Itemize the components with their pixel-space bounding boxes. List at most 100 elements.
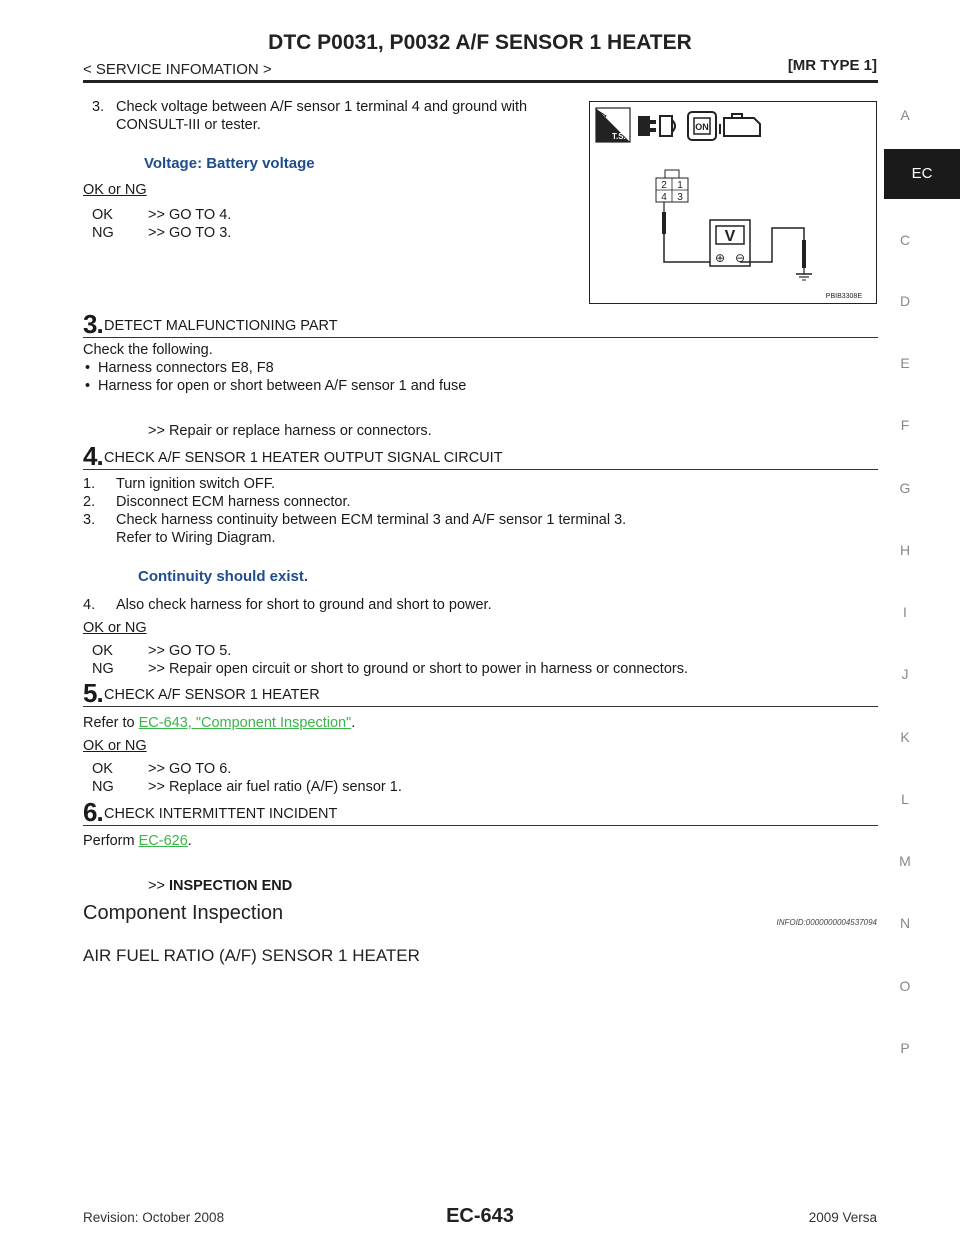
step2-ng-label: NG xyxy=(92,225,114,241)
step3-title: DETECT MALFUNCTIONING PART xyxy=(104,318,338,334)
sidebar-tab-f[interactable]: F xyxy=(900,417,910,433)
ignition-on-icon: ON xyxy=(687,111,717,141)
step6-end-text: INSPECTION END xyxy=(168,878,293,894)
step3-bullet-2: Harness for open or short between A/F se… xyxy=(98,378,467,394)
plus-terminal: ⊕ xyxy=(715,251,725,265)
step6-perform-prefix: Perform xyxy=(83,833,139,849)
step3-intro: Check the following. xyxy=(83,342,213,358)
step6-number: 6. xyxy=(83,797,104,827)
af-sensor-connector: 2 1 4 3 xyxy=(655,169,689,203)
pin-2-label: 2 xyxy=(661,180,667,191)
step2-item3-number: 3. xyxy=(92,99,105,115)
step3-number: 3. xyxy=(83,309,104,339)
step4-spec: Continuity should exist. xyxy=(138,568,309,585)
step4-ok-action: >> GO TO 5. xyxy=(148,643,232,659)
ts-label: T.S. xyxy=(612,132,626,141)
step2-item3-text: Check voltage between A/F sensor 1 termi… xyxy=(116,99,528,115)
ground-icon xyxy=(796,268,812,281)
step4-item3-text: Check harness continuity between ECM ter… xyxy=(116,512,627,528)
step4-item3-subtext: Refer to Wiring Diagram. xyxy=(116,530,276,546)
pin-3-label: 3 xyxy=(677,192,683,203)
figure-code: PBIB3308E xyxy=(826,293,863,300)
step4-item2-text: Disconnect ECM harness connector. xyxy=(116,494,351,510)
step5-refer-suffix: . xyxy=(351,715,356,731)
step6-perform-suffix: . xyxy=(187,833,192,849)
step5-ng-action: >> Replace air fuel ratio (A/F) sensor 1… xyxy=(148,779,402,795)
disconnect-connector-icon xyxy=(638,115,676,137)
sidebar-tab-i[interactable]: I xyxy=(903,604,907,620)
sidebar-tab-k[interactable]: K xyxy=(900,729,910,745)
sidebar-tab-j[interactable]: J xyxy=(901,666,909,682)
step3-heading: 3. DETECT MALFUNCTIONING PART xyxy=(83,309,878,338)
step2-spec: Voltage: Battery voltage xyxy=(144,155,315,172)
step4-item1-number: 1. xyxy=(83,476,96,492)
sidebar-tab-g[interactable]: G xyxy=(899,480,911,496)
service-manual-icon: T.S. xyxy=(595,107,631,143)
step5-ok-action: >> GO TO 6. xyxy=(148,761,232,777)
header-section-label: < SERVICE INFOMATION > xyxy=(83,61,272,78)
model-year-label: 2009 Versa xyxy=(808,1210,877,1225)
header-model-label: [MR TYPE 1] xyxy=(787,57,877,74)
step5-heading: 5. CHECK A/F SENSOR 1 HEATER xyxy=(83,678,878,707)
step2-ok-label: OK xyxy=(92,207,113,223)
probe-positive xyxy=(662,212,666,234)
step3-bullet-2-marker: • xyxy=(85,378,91,394)
page-number: EC-643 xyxy=(446,1205,514,1227)
pin-1-label: 1 xyxy=(677,180,683,191)
info-id: INFOID:0000000004537094 xyxy=(776,918,877,927)
step4-item4-number: 4. xyxy=(83,597,96,613)
circuit-diagram: T.S. ON 2 1 4 xyxy=(595,107,863,300)
step4-item1-text: Turn ignition switch OFF. xyxy=(116,476,276,492)
sidebar-tab-d[interactable]: D xyxy=(899,293,911,309)
step6-heading: 6. CHECK INTERMITTENT INCIDENT xyxy=(83,797,878,826)
step6-end-prefix: >> xyxy=(148,878,165,894)
sidebar-tab-n[interactable]: N xyxy=(899,915,911,931)
af-sensor-heater-section-title: AIR FUEL RATIO (A/F) SENSOR 1 HEATER xyxy=(83,946,420,965)
sidebar-tab-a[interactable]: A xyxy=(900,107,910,123)
step3-bullet-1: Harness connectors E8, F8 xyxy=(98,360,274,376)
step6-end: >> INSPECTION END xyxy=(148,877,292,895)
step4-okng-label: OK or NG xyxy=(83,620,147,636)
page-title: DTC P0031, P0032 A/F SENSOR 1 HEATER xyxy=(268,31,692,54)
intermittent-incident-link[interactable]: EC-626 xyxy=(138,833,188,849)
step4-item2-number: 2. xyxy=(83,494,96,510)
step5-number: 5. xyxy=(83,678,104,708)
on-label: ON xyxy=(695,122,709,132)
step5-title: CHECK A/F SENSOR 1 HEATER xyxy=(104,687,320,703)
step5-refer: Refer to EC-643, "Component Inspection". xyxy=(83,714,355,732)
step4-ok-label: OK xyxy=(92,643,113,659)
minus-terminal: ⊖ xyxy=(735,251,745,265)
sidebar-tab-e[interactable]: E xyxy=(900,355,910,371)
step5-ok-label: OK xyxy=(92,761,113,777)
sidebar-tab-o[interactable]: O xyxy=(899,978,911,994)
step5-ng-label: NG xyxy=(92,779,114,795)
voltage-check-figure: T.S. ON 2 1 4 xyxy=(589,101,877,304)
step4-heading: 4. CHECK A/F SENSOR 1 HEATER OUTPUT SIGN… xyxy=(83,441,878,470)
step2-okng-label: OK or NG xyxy=(83,182,147,198)
step5-refer-prefix: Refer to xyxy=(83,715,139,731)
step4-ng-label: NG xyxy=(92,661,114,677)
component-inspection-link[interactable]: EC-643, "Component Inspection" xyxy=(138,715,352,731)
sidebar-tab-c[interactable]: C xyxy=(899,232,911,248)
wire-negative xyxy=(740,227,805,263)
header-divider xyxy=(83,80,878,83)
step4-item4-text: Also check harness for short to ground a… xyxy=(116,597,492,613)
sidebar-tab-p[interactable]: P xyxy=(900,1040,910,1056)
sidebar-tab-l[interactable]: L xyxy=(901,791,909,807)
step4-ng-action: >> Repair open circuit or short to groun… xyxy=(148,661,689,677)
engine-icon xyxy=(719,113,761,137)
component-inspection-title: Component Inspection xyxy=(83,902,284,924)
sidebar-tab-h[interactable]: H xyxy=(899,542,911,558)
probe-negative xyxy=(802,240,806,268)
step6-perform: Perform EC-626. xyxy=(83,832,192,850)
step4-number: 4. xyxy=(83,441,104,471)
step3-bullet-1-marker: • xyxy=(85,360,91,376)
voltmeter-icon: V ⊕ ⊖ xyxy=(709,219,751,267)
sidebar-tab-ec-active[interactable]: EC xyxy=(884,149,960,199)
step3-action: >> Repair or replace harness or connecto… xyxy=(148,423,432,439)
step4-title: CHECK A/F SENSOR 1 HEATER OUTPUT SIGNAL … xyxy=(104,450,503,466)
sidebar-tab-m[interactable]: M xyxy=(899,853,911,869)
revision-label: Revision: October 2008 xyxy=(83,1210,225,1225)
step5-okng-label: OK or NG xyxy=(83,738,147,754)
step4-item3-number: 3. xyxy=(83,512,96,528)
